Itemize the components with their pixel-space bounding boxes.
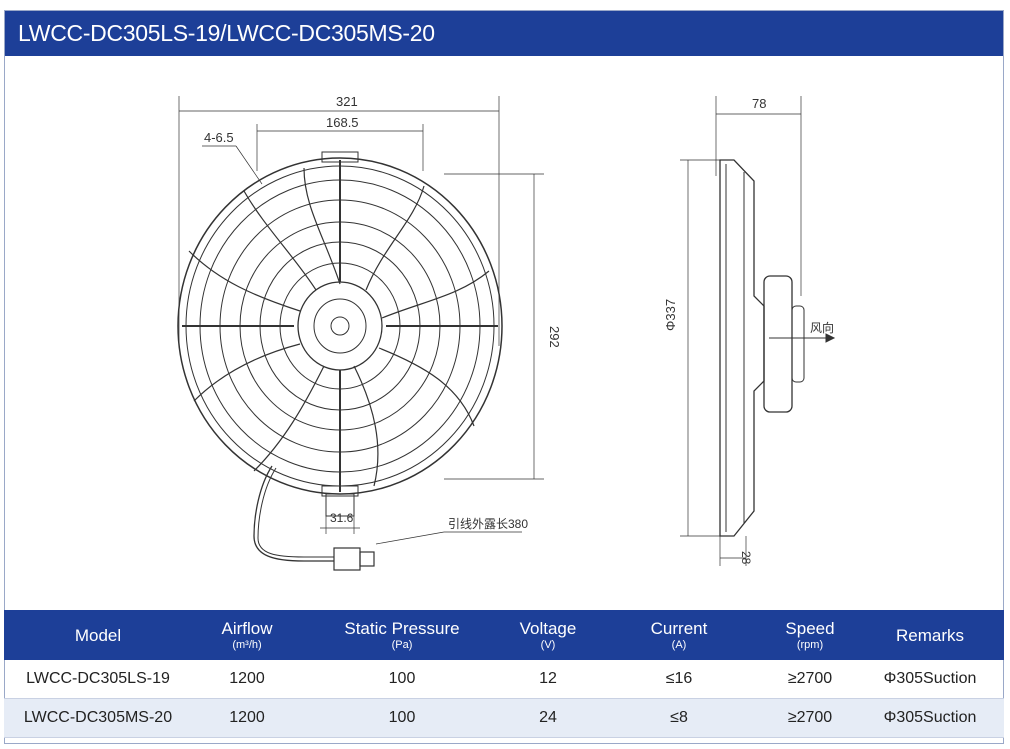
dim-overall-width: 321 (336, 94, 358, 109)
dim-bottom-width: 31.6 (330, 511, 354, 525)
cell-airflow: 1200 (229, 670, 265, 687)
col-static-pressure: Static Pressure(Pa) (344, 618, 460, 651)
cell-remarks: Φ305Suction (883, 709, 977, 726)
table-row: LWCC-DC305LS-19 1200 100 12 ≤16 ≥2700 Φ3… (4, 660, 1004, 699)
cell-current: ≤16 (665, 670, 693, 687)
col-airflow: Airflow(m³/h) (221, 618, 273, 651)
col-model: Model (74, 625, 122, 645)
content-frame (4, 10, 1004, 744)
cell-airflow: 1200 (229, 709, 265, 726)
dim-depth: 78 (752, 96, 766, 111)
title-bar: LWCC-DC305LS-19/LWCC-DC305MS-20 (4, 10, 1004, 56)
table-row: LWCC-DC305MS-20 1200 100 24 ≤8 ≥2700 Φ30… (4, 699, 1004, 738)
technical-drawing: 321 168.5 4-6.5 292 31.6 引线外露长380 78 Φ33… (4, 56, 1004, 610)
cell-speed: ≥2700 (787, 709, 833, 726)
table-header: Model Airflow(m³/h) Static Pressure(Pa) … (4, 610, 1004, 660)
dim-height: 292 (547, 326, 562, 348)
cell-current: ≤8 (670, 709, 688, 726)
airflow-direction-label: 风向 (810, 320, 834, 335)
dim-diameter: Φ337 (663, 299, 678, 331)
cell-speed: ≥2700 (787, 670, 833, 687)
side-view (680, 96, 836, 566)
col-remarks: Remarks (895, 625, 964, 645)
cell-model: LWCC-DC305MS-20 (23, 709, 173, 726)
page-title: LWCC-DC305LS-19/LWCC-DC305MS-20 (18, 20, 435, 46)
cable-note: 引线外露长380 (448, 517, 528, 531)
dim-bottom-depth: 28 (739, 551, 753, 565)
cell-static-pressure: 100 (388, 709, 416, 726)
dim-hole-spacing: 168.5 (326, 115, 359, 130)
cell-voltage: 24 (539, 709, 557, 726)
col-voltage: Voltage(V) (519, 618, 577, 651)
col-current: Current(A) (650, 618, 708, 651)
cell-model: LWCC-DC305LS-19 (26, 670, 170, 687)
cell-remarks: Φ305Suction (883, 670, 977, 687)
dim-holes: 4-6.5 (204, 130, 234, 145)
front-view (177, 96, 544, 571)
cell-static-pressure: 100 (388, 670, 416, 687)
col-speed: Speed(rpm) (785, 618, 835, 651)
cell-voltage: 12 (539, 670, 557, 687)
spec-table: Model Airflow(m³/h) Static Pressure(Pa) … (4, 610, 1004, 738)
